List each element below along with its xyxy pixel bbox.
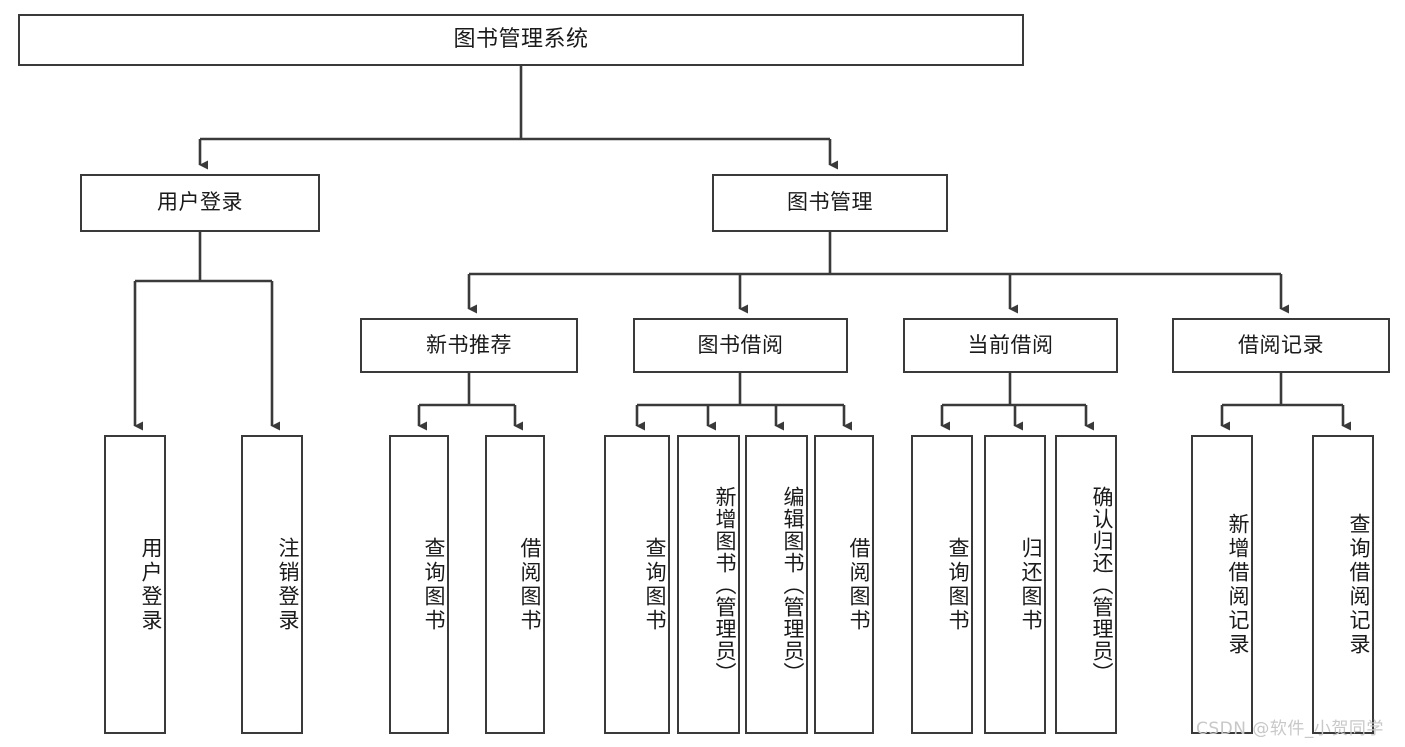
node-leaf-query-book-recommend[interactable]: 查询图书 xyxy=(389,435,449,734)
node-leaf-confirm-return-admin[interactable]: 确认归还（管理员） xyxy=(1055,435,1117,734)
node-current-borrow[interactable]: 当前借阅 xyxy=(903,318,1118,373)
node-leaf-borrow-book[interactable]: 借阅图书 xyxy=(814,435,874,734)
node-leaf-borrow-book-recommend[interactable]: 借阅图书 xyxy=(485,435,545,734)
node-leaf-query-borrow-record[interactable]: 查询借阅记录 xyxy=(1312,435,1374,734)
node-leaf-add-borrow-record[interactable]: 新增借阅记录 xyxy=(1191,435,1253,734)
node-user-login[interactable]: 用户登录 xyxy=(80,174,320,232)
node-book-borrow[interactable]: 图书借阅 xyxy=(633,318,848,373)
node-leaf-query-book-current[interactable]: 查询图书 xyxy=(911,435,973,734)
node-borrow-record[interactable]: 借阅记录 xyxy=(1172,318,1390,373)
node-leaf-query-book-borrow[interactable]: 查询图书 xyxy=(604,435,670,734)
node-leaf-return-book[interactable]: 归还图书 xyxy=(984,435,1046,734)
csdn-watermark: CSDN @软件_小贺同学 xyxy=(1196,719,1384,739)
node-leaf-user-login[interactable]: 用户登录 xyxy=(104,435,166,734)
node-leaf-add-book-admin[interactable]: 新增图书（管理员） xyxy=(677,435,740,734)
node-new-book-recommend[interactable]: 新书推荐 xyxy=(360,318,578,373)
node-leaf-edit-book-admin[interactable]: 编辑图书（管理员） xyxy=(745,435,808,734)
node-root-system[interactable]: 图书管理系统 xyxy=(18,14,1024,66)
node-leaf-logout[interactable]: 注销登录 xyxy=(241,435,303,734)
node-book-manage[interactable]: 图书管理 xyxy=(712,174,948,232)
